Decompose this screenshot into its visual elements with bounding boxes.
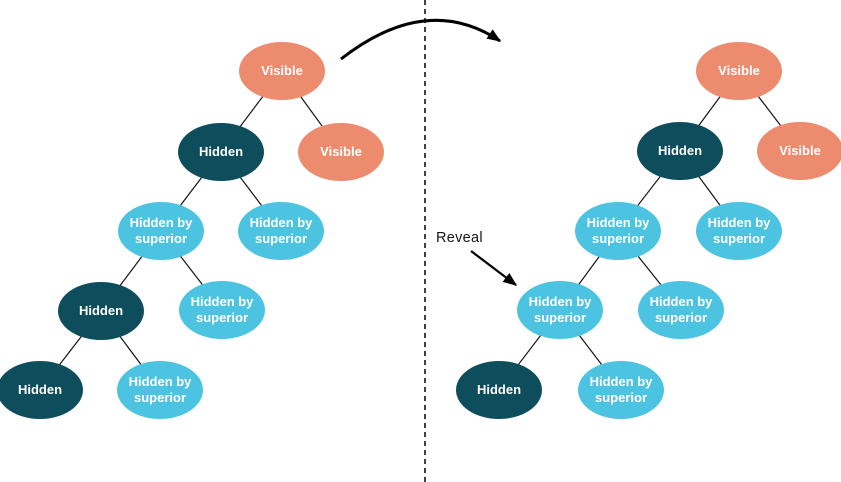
tree-node-hidden-by-superior: Hidden by superior	[179, 281, 265, 339]
tree-node-hidden: Hidden	[0, 361, 83, 419]
tree-node-hidden-by-superior: Hidden by superior	[238, 202, 324, 260]
tree-node-hidden-by-superior: Hidden by superior	[696, 202, 782, 260]
tree-node-hidden-by-superior: Hidden by superior	[638, 281, 724, 339]
tree-node-hidden: Hidden	[456, 361, 542, 419]
tree-node-hidden-by-superior: Hidden by superior	[517, 281, 603, 339]
tree-node-hidden-by-superior: Hidden by superior	[575, 202, 661, 260]
tree-node-visible: Visible	[696, 42, 782, 100]
tree-node-visible: Visible	[239, 42, 325, 100]
tree-node-hidden: Hidden	[637, 122, 723, 180]
tree-node-hidden-by-superior: Hidden by superior	[118, 202, 204, 260]
tree-node-hidden-by-superior: Hidden by superior	[117, 361, 203, 419]
tree-node-visible: Visible	[757, 122, 841, 180]
tree-node-visible: Visible	[298, 123, 384, 181]
tree-node-hidden: Hidden	[178, 123, 264, 181]
reveal-label: Reveal	[436, 230, 483, 246]
tree-node-hidden: Hidden	[58, 282, 144, 340]
tree-node-hidden-by-superior: Hidden by superior	[578, 361, 664, 419]
